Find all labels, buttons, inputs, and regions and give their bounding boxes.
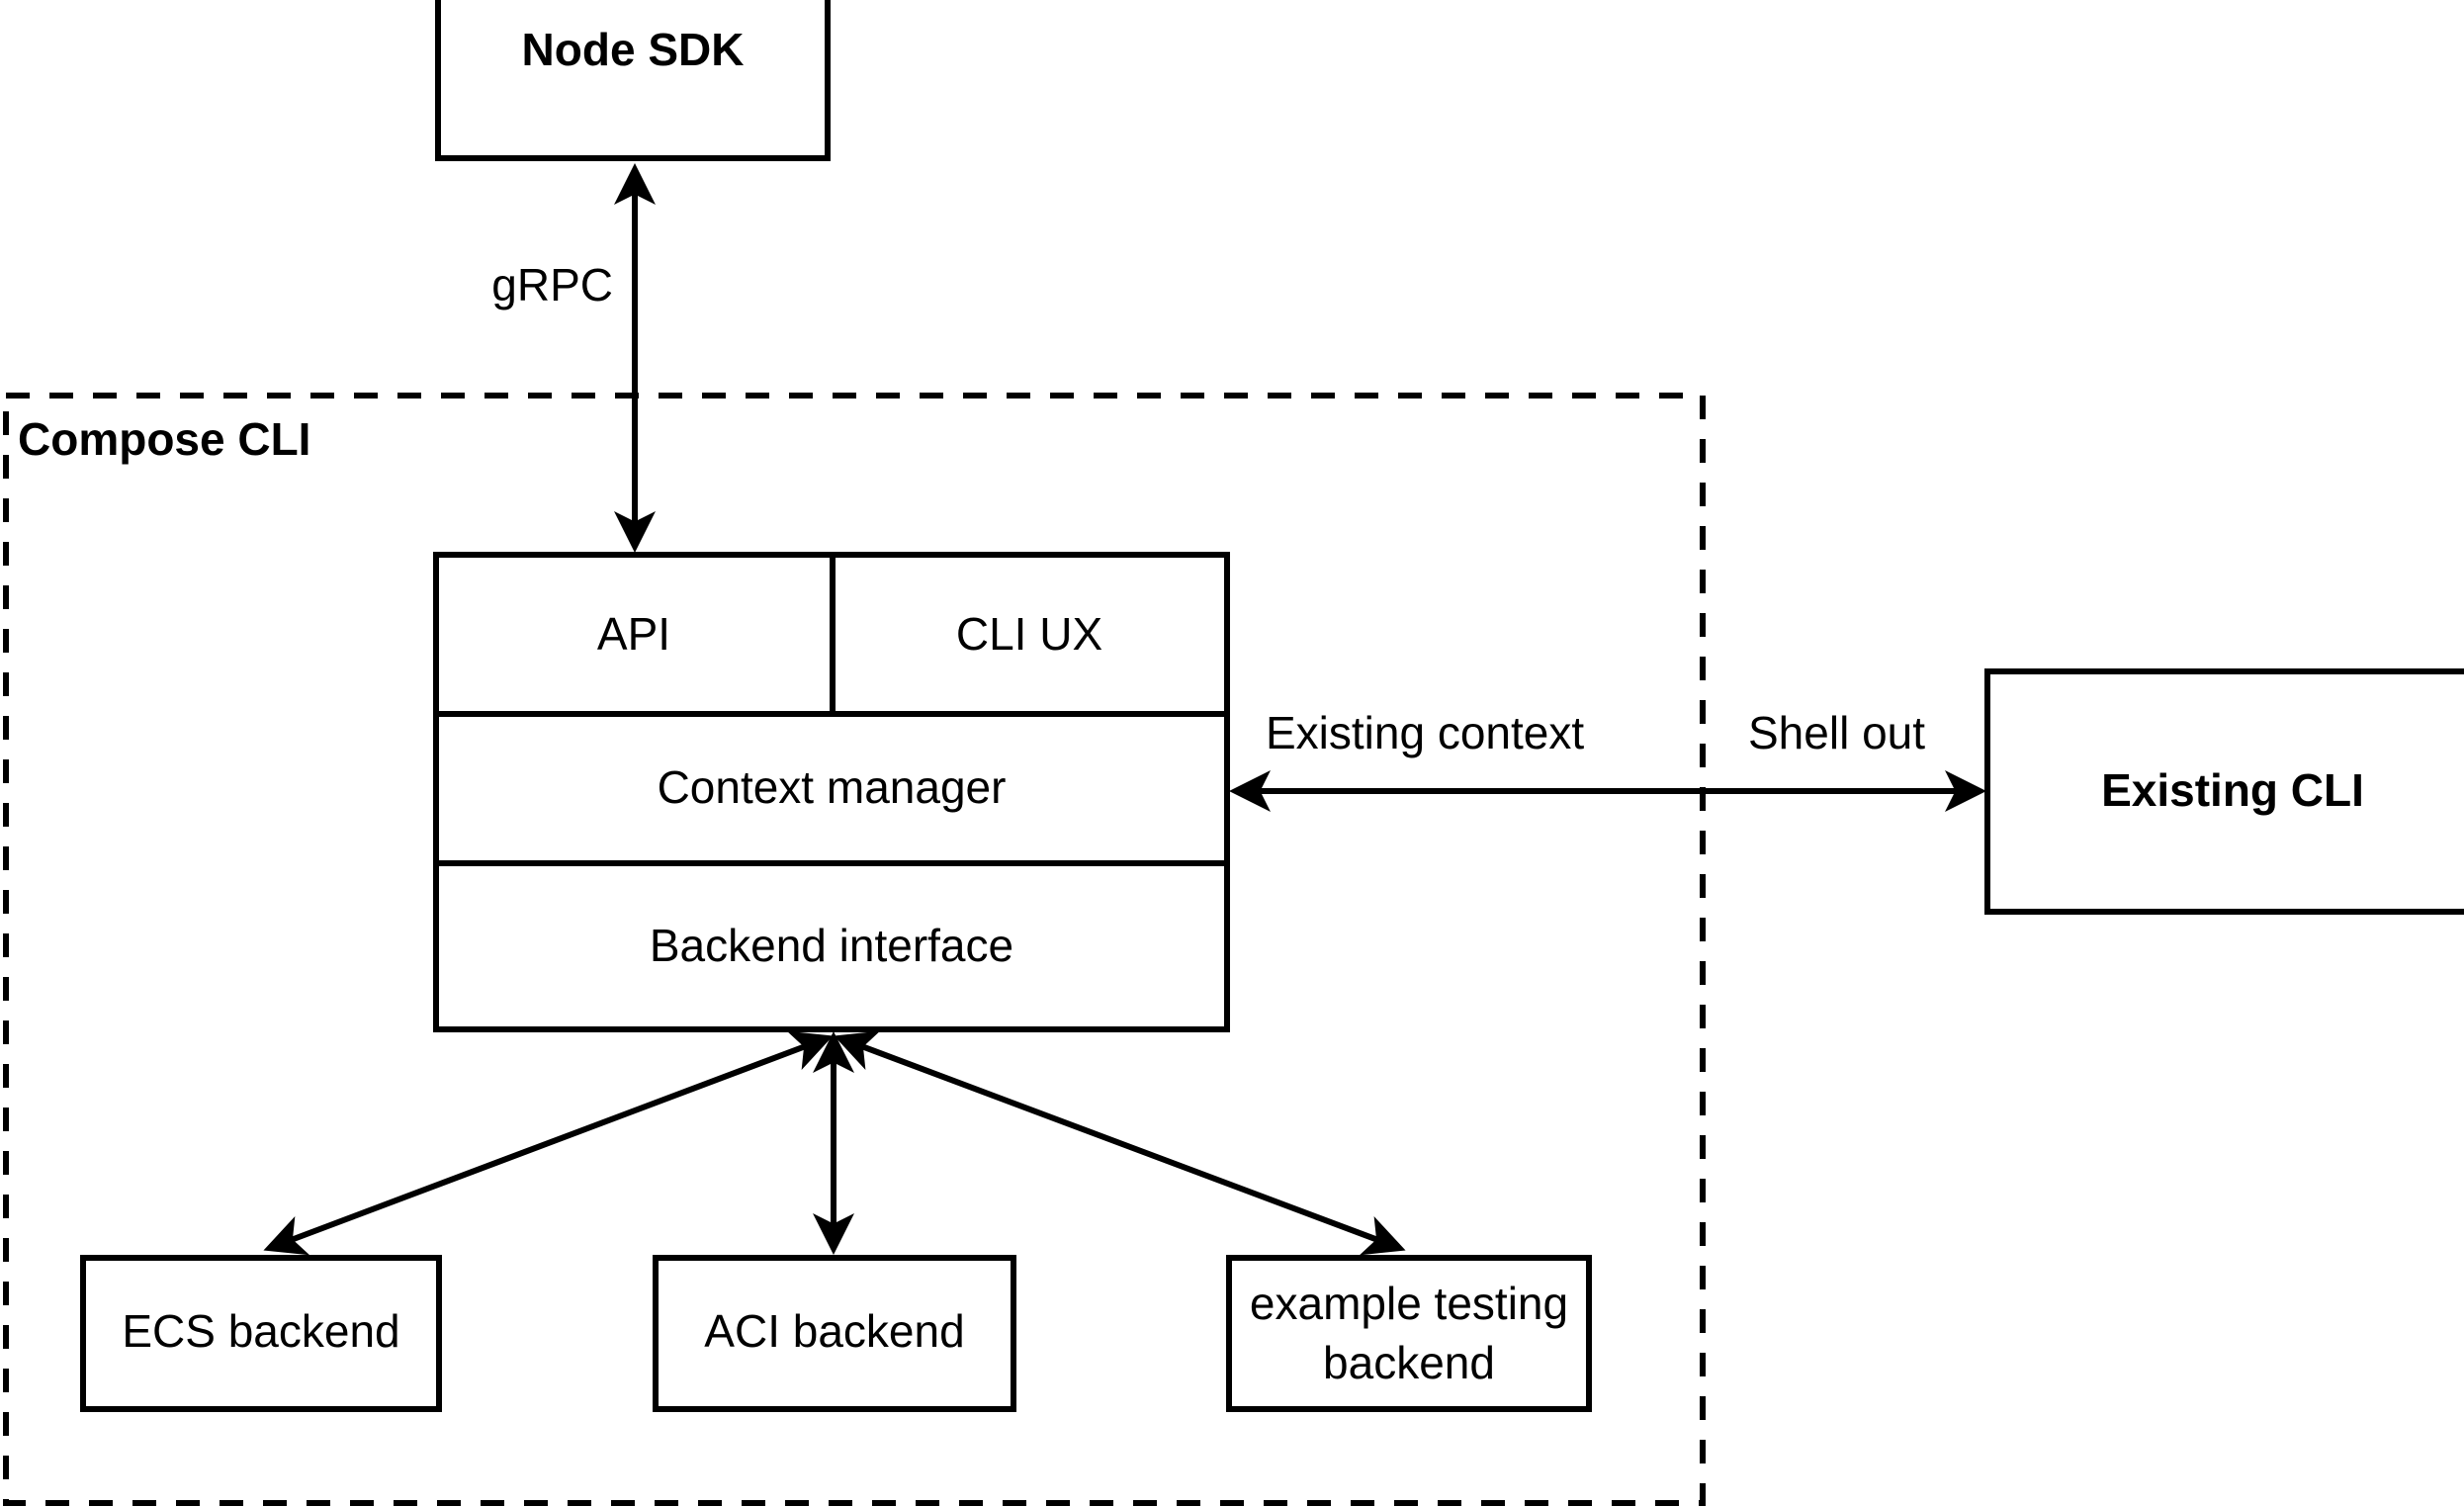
existing-context-edge-label: Existing context bbox=[1266, 707, 1584, 758]
ecs-backend-rect[interactable] bbox=[80, 1255, 442, 1412]
ecs-backend-label: ECS backend bbox=[122, 1305, 399, 1357]
shell-out-edge-label: Shell out bbox=[1748, 707, 1925, 758]
compose-cli-group-border bbox=[3, 393, 1706, 1506]
backend-connectors bbox=[263, 1030, 1406, 1256]
grpc-connector: gRPC bbox=[491, 163, 656, 553]
cli-ux-cell-label[interactable]: CLI UX bbox=[956, 608, 1102, 660]
aci-backend-label: ACI backend bbox=[704, 1305, 964, 1357]
existing-cli-label: Existing CLI bbox=[2101, 764, 2364, 816]
compose-cli-group: Compose CLI bbox=[3, 393, 1706, 1506]
compose-cli-stack: API CLI UX Context manager Backend inter… bbox=[433, 552, 1230, 1032]
example-testing-backend-label-line1: example testing bbox=[1250, 1278, 1568, 1329]
compose-cli-group-label: Compose CLI bbox=[18, 413, 310, 465]
aci-backend-rect[interactable] bbox=[653, 1255, 1016, 1412]
example-backend-arrow bbox=[834, 1030, 1406, 1256]
ecs-backend-arrow bbox=[263, 1030, 834, 1256]
example-testing-backend-rect[interactable] bbox=[1226, 1255, 1592, 1412]
example-testing-backend-label-line2: backend bbox=[1323, 1337, 1495, 1388]
example-testing-backend-box[interactable]: example testing backend bbox=[1226, 1255, 1592, 1412]
aci-backend-box[interactable]: ACI backend bbox=[653, 1255, 1016, 1412]
node-sdk-rect[interactable] bbox=[435, 0, 831, 161]
existing-cli-box[interactable]: Existing CLI bbox=[1984, 668, 2464, 915]
grpc-edge-label: gRPC bbox=[491, 259, 613, 310]
context-manager-cell-label[interactable]: Context manager bbox=[658, 761, 1007, 813]
node-sdk-label: Node SDK bbox=[522, 24, 745, 75]
existing-cli-connector: Existing context Shell out bbox=[1229, 707, 1986, 812]
api-cell-label[interactable]: API bbox=[597, 608, 670, 660]
node-sdk-box[interactable]: Node SDK bbox=[435, 0, 831, 161]
existing-cli-rect[interactable] bbox=[1984, 668, 2464, 915]
ecs-backend-box[interactable]: ECS backend bbox=[80, 1255, 442, 1412]
backend-interface-cell-label[interactable]: Backend interface bbox=[650, 920, 1013, 971]
